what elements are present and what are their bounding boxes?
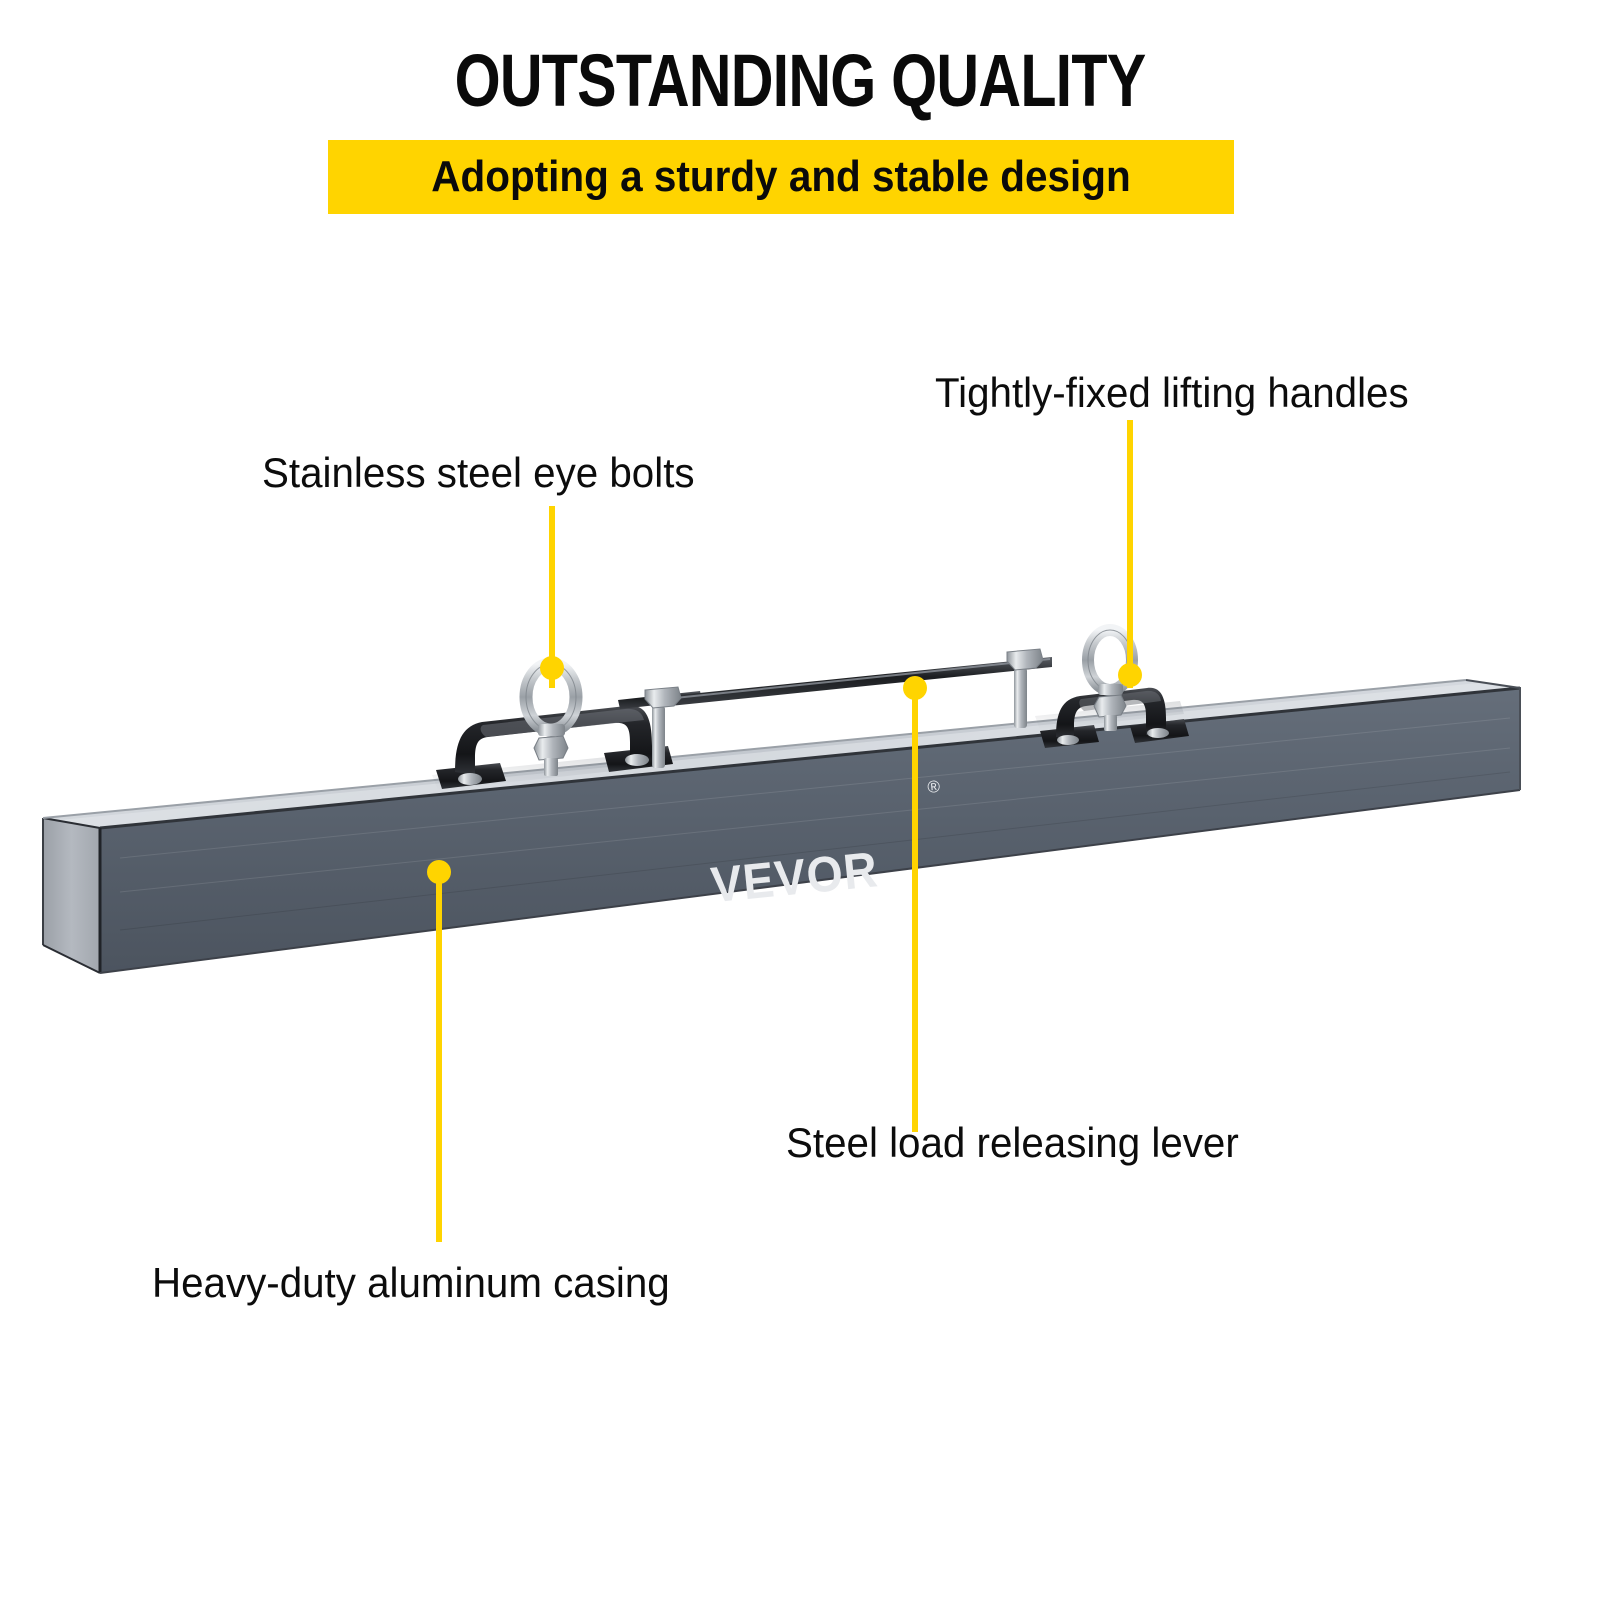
leader-dot-lifting-handles [1118, 663, 1142, 687]
bar-brushed-texture [119, 717, 1511, 931]
brand-trademark-icon: ® [927, 777, 942, 797]
handle-bolt-right [625, 754, 649, 766]
page-title: OUTSTANDING QUALITY [454, 39, 1147, 122]
bar-edge-cap-bottom [42, 944, 101, 974]
subtitle-text: Adopting a sturdy and stable design [431, 152, 1131, 201]
callout-label-lifting-handles: Tightly-fixed lifting handles [935, 369, 1409, 416]
bar-front-face [100, 688, 1520, 973]
leader-line-eye-bolts [549, 506, 555, 688]
callout-label-release-lever: Steel load releasing lever [786, 1119, 1239, 1166]
lever-post-left [644, 686, 682, 768]
eye-bolt-nut-right [1093, 694, 1127, 718]
lever-rod [618, 648, 1052, 768]
leader-line-aluminum-casing [436, 872, 442, 1242]
handle-bolt-left [458, 773, 482, 785]
eye-bolt-nut-left [533, 735, 569, 761]
callout-label-eye-bolts: Stainless steel eye bolts [262, 449, 695, 496]
leader-line-lifting-handles [1127, 420, 1133, 688]
bar-end-cap [43, 818, 100, 973]
aluminum-casing [42, 679, 1521, 974]
leader-line-release-lever [912, 688, 918, 1132]
eye-bolt-collar-right [1098, 684, 1123, 695]
leader-dot-eye-bolts [540, 656, 564, 680]
subtitle-banner: Adopting a sturdy and stable design [328, 140, 1234, 214]
bar-edge-top-front [99, 686, 1521, 830]
bar-edge-bottom [99, 789, 1521, 974]
callout-label-aluminum-casing: Heavy-duty aluminum casing [152, 1259, 670, 1306]
lever-rod-highlight [664, 658, 1051, 700]
eye-bolt-stud-right [1104, 715, 1117, 731]
lever-post-right [1006, 648, 1044, 728]
bar-edge-right-end [1465, 679, 1521, 790]
bar-edge-top-back [42, 679, 1467, 819]
bar-edge-cap-top [42, 817, 101, 829]
handle-right-bolt-right [1147, 728, 1169, 738]
eye-bolt-stud-left [544, 758, 558, 776]
handle-right-bolt-left [1057, 735, 1079, 745]
eye-bolt-collar-left [538, 724, 565, 736]
